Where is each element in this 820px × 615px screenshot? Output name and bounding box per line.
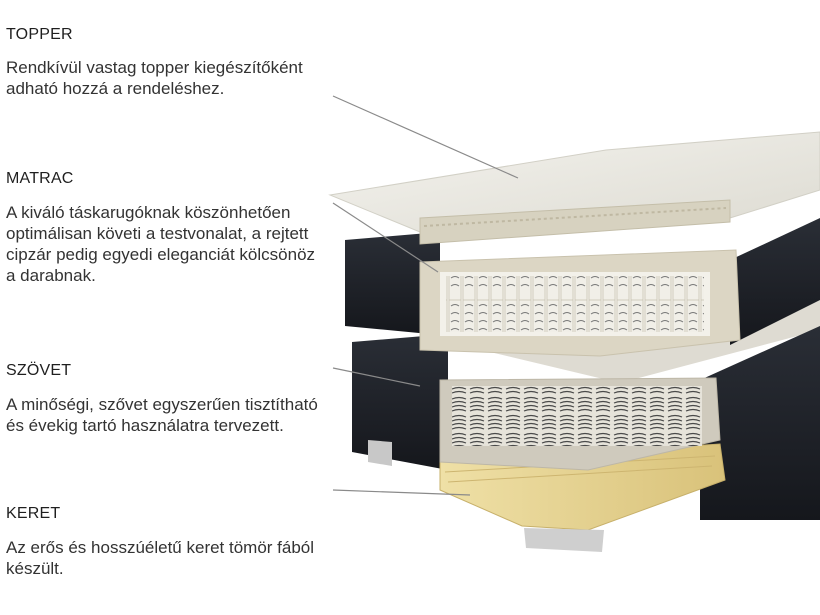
topper-description: Rendkívül vastag topper kiegészítőként a… [6, 58, 303, 98]
matrac-section: MATRAC A kiváló táskarugóknak köszönhető… [6, 170, 326, 286]
topper-section: TOPPER Rendkívül vastag topper kiegészít… [6, 26, 326, 99]
keret-section: KERET Az erős és hosszúéletű keret tömör… [6, 505, 326, 579]
szovet-section: SZÖVET A minőségi, szővet egyszerűen tis… [6, 362, 326, 436]
leader-lines [332, 95, 519, 496]
szovet-title: SZÖVET [6, 362, 72, 379]
leader-keret [332, 489, 471, 496]
box-spring-base [352, 300, 820, 552]
leader-matrac [332, 202, 439, 273]
keret-description: Az erős és hosszúéletű keret tömör fából… [6, 538, 315, 578]
base-fabric-left [352, 334, 448, 470]
leader-szovet [332, 367, 421, 387]
mattress-fabric-right [730, 218, 820, 345]
foot-front [524, 528, 604, 552]
leader-topper [332, 95, 519, 179]
matrac-title: MATRAC [6, 170, 74, 187]
matrac-description: A kiváló táskarugóknak köszönhetően opti… [6, 203, 316, 285]
base-fabric-right [700, 326, 820, 520]
keret-title: KERET [6, 505, 61, 522]
bonnell-springs [452, 386, 702, 446]
pocket-springs [446, 276, 704, 332]
topper-layer [328, 131, 820, 245]
mattress-layer [345, 218, 820, 357]
topper-title: TOPPER [6, 26, 73, 43]
foot-left [368, 440, 392, 466]
topper-edge [419, 199, 731, 245]
szovet-description: A minőségi, szővet egyszerűen tisztíthat… [6, 395, 318, 435]
